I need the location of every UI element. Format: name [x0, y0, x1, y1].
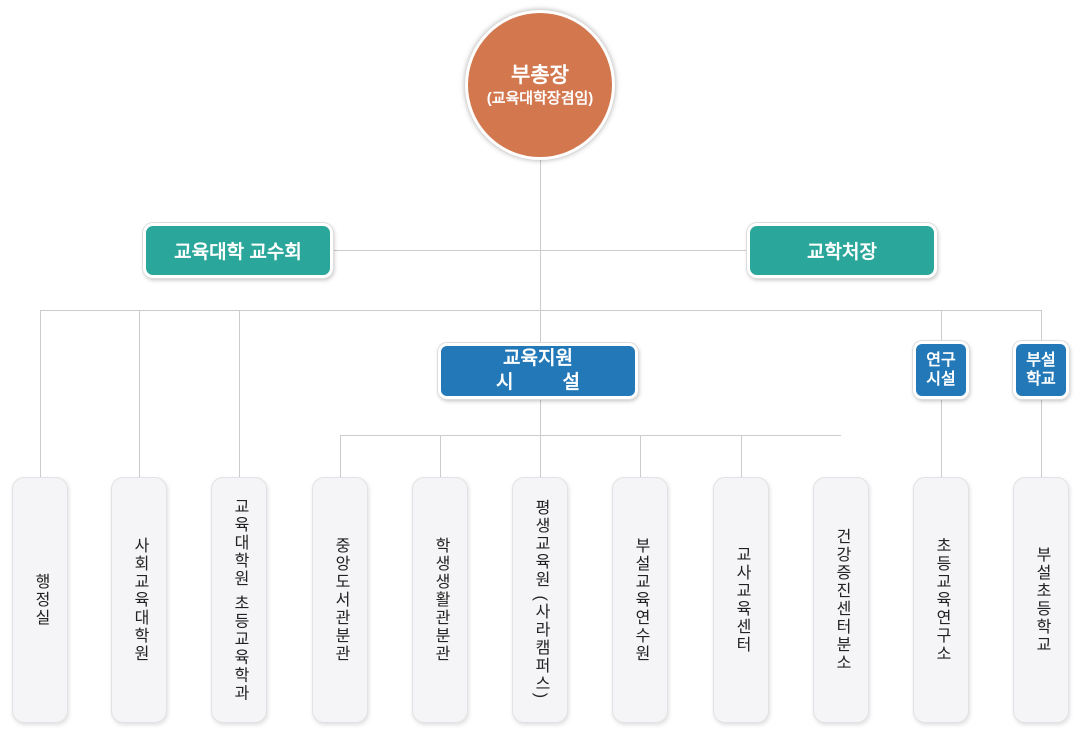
unit-box-teacher-edu-center: 교사교육센터 — [713, 477, 769, 723]
unit-box-lifelong-edu-center: 평생교육원 (사라캠퍼스) — [512, 477, 568, 723]
connector-drop — [239, 310, 240, 477]
category-label-line2: 시설 — [926, 371, 956, 388]
category-node-attached-school: 부설 학교 — [1013, 341, 1069, 399]
unit-label: 사회교육대학원 — [131, 537, 148, 663]
unit-label: 학생생활관분관 — [432, 537, 449, 663]
connector-drop — [340, 435, 341, 477]
root-title: 부총장 — [511, 63, 569, 87]
connector-drop — [640, 435, 641, 477]
root-subtitle: (교육대학장겸임) — [486, 89, 594, 107]
category-label-line1: 부설 — [1026, 351, 1056, 369]
unit-label: 초등교육연구소 — [933, 537, 950, 663]
connector-main-horizontal — [40, 310, 1041, 311]
unit-label: 교사교육센터 — [733, 546, 750, 654]
unit-label: 중앙도서관분관 — [332, 537, 349, 663]
unit-box-grad-school-elementary-edu: 교육대학원 초등교육학과 — [211, 477, 267, 723]
category-label-line2-left: 시 — [496, 372, 514, 393]
unit-box-attached-edu-training-institute: 부설교육연수원 — [612, 477, 668, 723]
connector-drop — [941, 310, 942, 342]
unit-label: 교육대학원 초등교육학과 — [231, 497, 248, 703]
connector-drop — [139, 310, 140, 477]
council-label: 교육대학 교수회 — [174, 242, 302, 263]
unit-label: 부설초등학교 — [1033, 546, 1050, 654]
council-node-faculty: 교육대학 교수회 — [143, 223, 333, 278]
connector-drop — [40, 310, 41, 477]
unit-box-grad-school-social-edu: 사회교육대학원 — [111, 477, 167, 723]
category-node-edu-support: 교육지원 시 설 — [438, 343, 638, 399]
category-node-research: 연구 시설 — [913, 341, 969, 399]
connector-drop — [1041, 397, 1042, 477]
category-label-line1: 연구 — [926, 351, 956, 369]
connector-drop — [440, 435, 441, 477]
category-label-line2-right: 설 — [562, 372, 580, 393]
unit-box-central-library-branch: 중앙도서관분관 — [312, 477, 368, 723]
connector-root-to-category — [540, 160, 541, 343]
connector-drop — [1041, 310, 1042, 342]
unit-label: 건강증진센터분소 — [833, 528, 850, 672]
root-node-vice-president: 부총장 (교육대학장겸임) — [465, 10, 615, 160]
unit-box-attached-elementary-school: 부설초등학교 — [1013, 477, 1069, 723]
unit-label: 부설교육연수원 — [632, 537, 649, 663]
category-label-line2: 학교 — [1026, 371, 1056, 388]
connector-drop — [741, 435, 742, 477]
unit-box-dormitory-branch: 학생생활관분관 — [412, 477, 468, 723]
unit-label: 행정실 — [32, 573, 49, 627]
unit-box-health-promotion-center-branch: 건강증진센터분소 — [813, 477, 869, 723]
council-node-dean-academic: 교학처장 — [747, 223, 937, 278]
connector-drop — [941, 397, 942, 477]
category-label-line1: 교육지원 — [503, 348, 573, 370]
connector-council-horizontal — [333, 250, 747, 251]
unit-label: 평생교육원 (사라캠퍼스) — [532, 499, 549, 701]
council-label: 교학처장 — [807, 242, 877, 263]
category-label-line2: 시 설 — [496, 371, 580, 395]
connector-sub-horizontal — [340, 435, 841, 436]
unit-box-elementary-edu-research-institute: 초등교육연구소 — [913, 477, 969, 723]
unit-box-admin-office: 행정실 — [12, 477, 68, 723]
connector-drop — [540, 397, 541, 477]
